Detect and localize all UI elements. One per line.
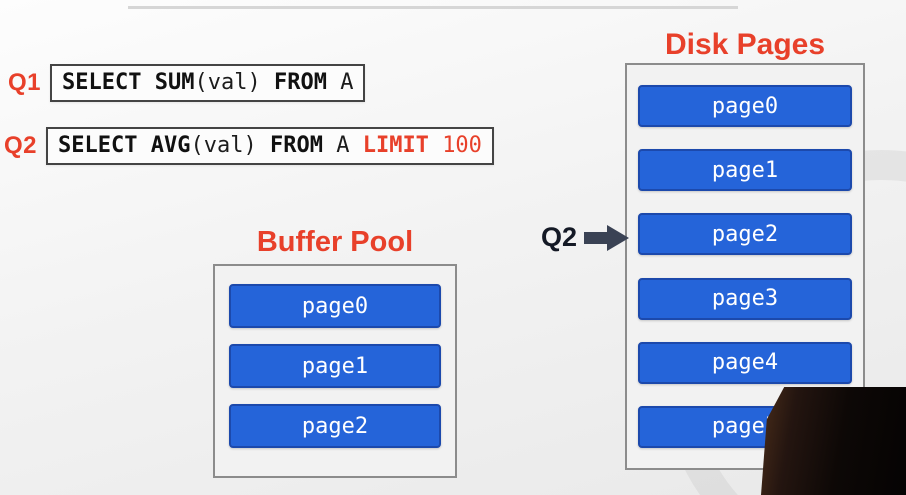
buffer-pool-page: page1	[229, 344, 441, 388]
disk-pages-title: Disk Pages	[664, 28, 826, 61]
q2-pointer: Q2	[541, 222, 630, 253]
buffer-pool-page: page0	[229, 284, 441, 328]
arrow-right-icon	[584, 224, 630, 251]
query-row-q1: Q1 SELECT SUM(val) FROM A	[8, 64, 366, 102]
sql-segment-limit: LIMIT	[362, 133, 443, 158]
query-label-q2: Q2	[4, 132, 38, 159]
sql-segment: A	[340, 70, 354, 95]
sql-segment: A	[336, 133, 363, 158]
disk-page: page3	[638, 277, 852, 320]
sql-segment: FROM	[269, 133, 337, 158]
sql-segment: AVG	[150, 133, 191, 158]
pointer-label: Q2	[541, 222, 578, 252]
sql-segment: (val)	[190, 133, 270, 158]
sql-segment-limit-value: 100	[442, 133, 482, 158]
sql-segment: (val)	[194, 70, 274, 95]
buffer-pool-container: page0 page1 page2	[213, 264, 457, 478]
query-box-q1: SELECT SUM(val) FROM A	[50, 64, 366, 102]
buffer-pool-title: Buffer Pool	[256, 226, 414, 258]
disk-page: page1	[638, 149, 852, 192]
query-box-q2: SELECT AVG(val) FROM A LIMIT 100	[46, 127, 494, 165]
sql-segment: SELECT	[58, 133, 151, 158]
sql-segment: SELECT	[62, 70, 155, 95]
disk-page: page4	[638, 341, 852, 384]
camera-overlay	[761, 387, 906, 495]
disk-page: page0	[638, 85, 852, 127]
disk-page: page2	[638, 213, 852, 256]
buffer-pool-page: page2	[229, 404, 441, 448]
query-row-q2: Q2 SELECT AVG(val) FROM A LIMIT 100	[4, 127, 494, 165]
top-divider	[128, 6, 738, 9]
sql-segment: SUM	[154, 70, 195, 95]
query-label-q1: Q1	[8, 69, 42, 96]
sql-segment: FROM	[273, 70, 341, 95]
